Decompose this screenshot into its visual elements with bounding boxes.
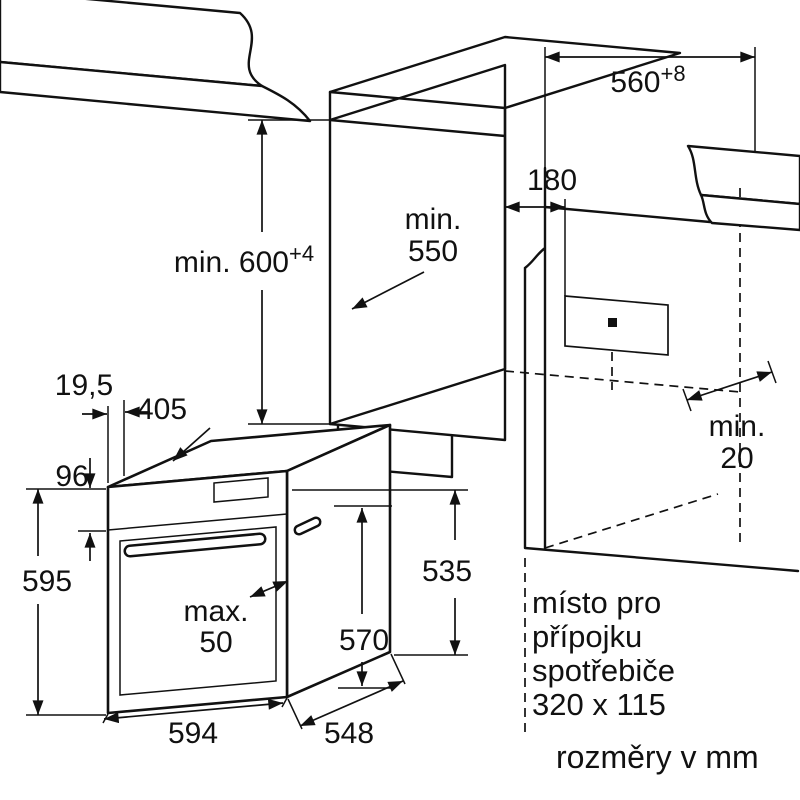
extension-line: [287, 653, 406, 730]
dim-panel-height-label: 96: [55, 460, 88, 493]
arrow-line: [249, 580, 289, 598]
dim-oven-depth-label: 548: [324, 717, 374, 750]
connection-area-hatch: [564, 295, 669, 356]
dim-oven-height-label: 595: [22, 565, 72, 598]
dim-floor-depth-label2: 550: [408, 235, 458, 268]
oven-front-face: [106, 469, 289, 715]
dim-top-depth: 560+8: [544, 47, 756, 168]
dim-body-depth: 570: [334, 505, 392, 689]
display-window: [213, 477, 269, 503]
dim-body-height: 535: [292, 489, 472, 656]
connection-note-line4: 320 x 115: [532, 687, 666, 722]
side-vent-slot-inner: [296, 519, 319, 533]
dim-handle-max: max. 50: [183, 580, 289, 659]
control-panel-line: [107, 513, 288, 531]
dim-tolerance: +8: [660, 61, 685, 86]
niche-interior-edges: [328, 63, 507, 426]
extension-line: [334, 505, 392, 689]
leader-arrow: [351, 271, 425, 310]
connection-note-line3: spotřebiče: [532, 653, 675, 688]
dim-oven-height: 595: [22, 488, 106, 716]
dim-top-recess-label: 405: [137, 393, 187, 426]
dim-body-depth-label: 570: [339, 624, 389, 657]
dim-handle-max-label1: max.: [183, 595, 248, 628]
dim-frame-overhang: 19,5: [55, 369, 150, 483]
dim-oven-width: 594: [102, 697, 288, 750]
dim-top-recess: 405: [137, 393, 211, 462]
units-note: rozměry v mm: [556, 739, 759, 775]
leader-arrow: [172, 427, 211, 462]
left-worktop-front-face: [0, 60, 312, 123]
arrow-line: [686, 371, 773, 401]
dim-connection-offset-label: 180: [527, 164, 577, 197]
dim-value: min. 600: [174, 246, 289, 279]
left-worktop: [0, 0, 312, 123]
dim-handle-max-label2: 50: [199, 626, 232, 659]
right-cabinet-hidden-edges: [504, 188, 741, 736]
right-cabinet: [504, 144, 800, 736]
right-worktop-front-face: [699, 193, 800, 232]
dim-floor-depth: min. 550: [351, 203, 462, 310]
dim-panel-height: 96: [26, 458, 106, 561]
dim-connection-offset: 180: [505, 164, 577, 296]
connection-note: místo pro přípojku spotřebiče 320 x 115: [532, 585, 675, 722]
dim-niche-height-label: min. 600+4: [174, 241, 314, 279]
arrow-line: [103, 698, 284, 724]
dim-tolerance: +4: [289, 241, 314, 266]
dim-body-height-label: 535: [422, 555, 472, 588]
connection-note-line1: místo pro: [532, 585, 661, 620]
dim-niche-height: min. 600+4: [174, 119, 330, 425]
dim-rear-gap-label1: min.: [709, 410, 766, 443]
connection-note-line2: přípojku: [532, 619, 642, 654]
extension-line: [107, 400, 125, 483]
dim-frame-overhang-label: 19,5: [55, 369, 113, 402]
connection-point-dot: [608, 318, 617, 327]
extension-line: [544, 47, 756, 168]
oven: [106, 423, 392, 715]
dim-top-depth-label: 560+8: [610, 61, 685, 99]
niche-cabinet: [328, 35, 682, 479]
dim-floor-depth-label1: min.: [405, 203, 462, 236]
dim-rear-gap-label2: 20: [720, 442, 753, 475]
dim-rear-gap: min. 20: [682, 360, 777, 475]
dim-value: 560: [610, 66, 660, 99]
right-cabinet-solid-edges: [523, 166, 800, 573]
door-handle-inner: [126, 535, 264, 555]
dim-oven-width-label: 594: [168, 717, 218, 750]
oven-door-outline: [119, 526, 277, 696]
